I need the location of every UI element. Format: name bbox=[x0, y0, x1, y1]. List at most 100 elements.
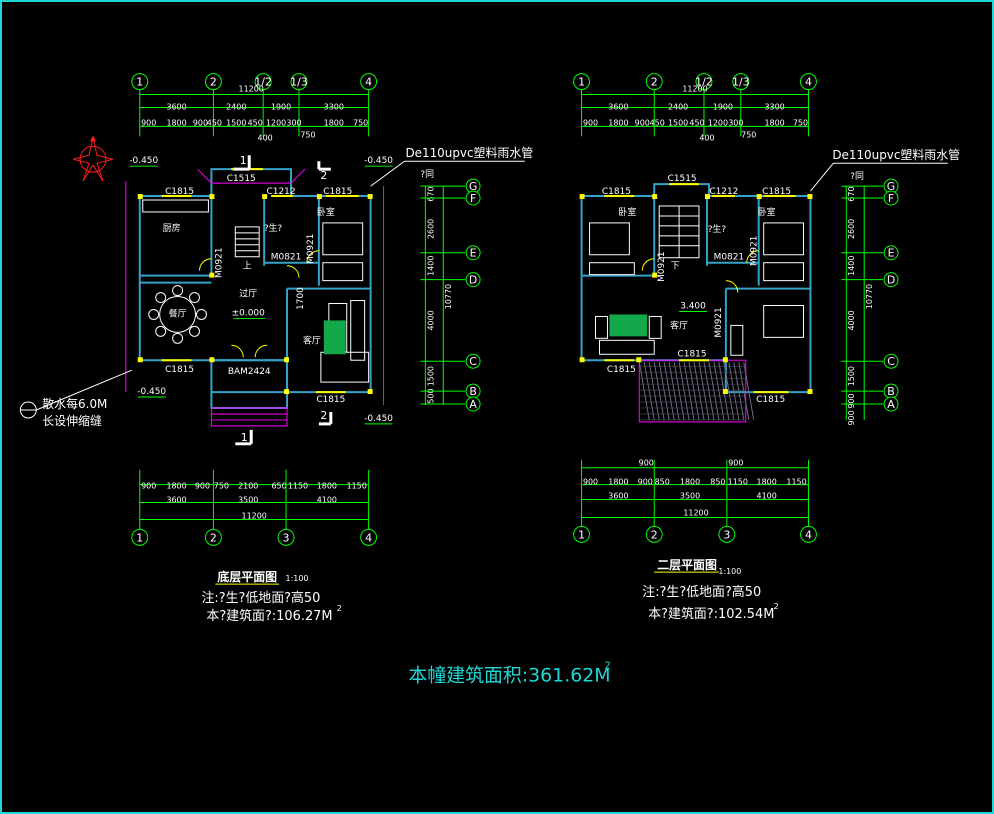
p1-c1815b: C1815 bbox=[323, 187, 352, 197]
p2-grid-right-0-label: G bbox=[887, 180, 895, 193]
p2-room-living: 客厅 bbox=[670, 319, 688, 331]
p1-rtotal: 10770 bbox=[444, 284, 453, 309]
p1-d1700: 1700 bbox=[296, 287, 306, 310]
p2-grid-right-3-label: D bbox=[887, 274, 895, 287]
p2-grid-right-5: B bbox=[841, 383, 899, 399]
p2-note1: 注:?生?低地面?高50 bbox=[642, 584, 761, 600]
p1-b5: 2100 bbox=[238, 482, 258, 491]
p1-level-1: -0.450 bbox=[129, 156, 158, 166]
p2-rd6: 900 bbox=[847, 393, 856, 408]
p1-sec-1b: 1 bbox=[241, 431, 248, 444]
p2-rug bbox=[609, 314, 648, 337]
p1-level-4: -0.450 bbox=[364, 414, 393, 424]
p1-grid-right-5-label: B bbox=[469, 385, 477, 398]
p2-b0b: 900 bbox=[728, 459, 743, 468]
p1-grid-top-1-label: 2 bbox=[210, 76, 217, 89]
p1-b8: 1800 bbox=[317, 482, 337, 491]
p2-c1815d: C1815 bbox=[607, 365, 636, 375]
p2-grid-right-1-label: F bbox=[888, 192, 894, 205]
p1-room-bed: 卧室 bbox=[317, 206, 335, 218]
p2-room-bed1: 卧室 bbox=[618, 206, 636, 218]
p2-grid-right-6: A bbox=[841, 396, 899, 412]
p2-beds bbox=[589, 222, 804, 356]
p2-btotal: 11200 bbox=[683, 508, 708, 517]
p1-dining-table bbox=[148, 285, 207, 344]
p2-grid-top-1: 2 bbox=[645, 73, 663, 137]
p1-grid-bottom-2: 3 bbox=[277, 469, 295, 546]
p1-pipe-sub: ?同 bbox=[420, 169, 434, 180]
p2-m0921b: M0921 bbox=[750, 236, 760, 266]
p1-grid-top-4-label: 4 bbox=[365, 76, 372, 89]
p1-title: 底层平面图 bbox=[217, 569, 277, 584]
p1-grid-top-0-label: 1 bbox=[136, 76, 143, 89]
p2-b9: 1150 bbox=[786, 478, 806, 487]
p1-b12: 4100 bbox=[317, 496, 337, 505]
p2-grid-bottom-2: 3 bbox=[718, 459, 736, 543]
p1-m0821: M0821 bbox=[271, 253, 301, 263]
p2-title: 二层平面图 bbox=[657, 558, 717, 572]
p2-grid-bottom-3-label: 4 bbox=[805, 528, 812, 541]
p2-balcony-hatch bbox=[638, 362, 755, 421]
p2-bottom-dimensions bbox=[581, 467, 809, 518]
p2-b11: 3500 bbox=[680, 492, 700, 501]
p1-b9: 1150 bbox=[347, 482, 367, 491]
p1-grid-right-1-label: F bbox=[470, 192, 476, 205]
p1-b6: 650 bbox=[271, 482, 286, 491]
p1-top-total: 11200 bbox=[239, 85, 264, 94]
total-area: 本幢建筑面积:361.62M bbox=[408, 665, 610, 687]
p1-grid-right-0-label: G bbox=[469, 180, 477, 193]
p1-note2: 本?建筑面?:106.27M bbox=[206, 608, 332, 624]
p2-note2-sup: 2 bbox=[774, 602, 779, 611]
p1-walls bbox=[138, 168, 372, 409]
p2-grid-bottom-3: 4 bbox=[800, 459, 817, 543]
p2-grid-top-4: 4 bbox=[800, 73, 817, 137]
p2-grid-top-2: 1/2 bbox=[695, 73, 713, 137]
p1-b4: 750 bbox=[214, 482, 229, 491]
p1-room-kitchen: 厨房 bbox=[163, 222, 181, 234]
p1-grid-right-2-label: E bbox=[470, 247, 477, 260]
p1-btotal: 11200 bbox=[242, 511, 267, 520]
p1-sec-2b: 2 bbox=[320, 409, 327, 422]
p2-pipe-note: De110upvc塑料雨水管 bbox=[832, 147, 960, 162]
p2-b10: 3600 bbox=[608, 492, 628, 501]
p1-room-dining: 餐厅 bbox=[169, 307, 187, 319]
p2-top-s4: 450 bbox=[650, 118, 665, 127]
p2-grid-right-1: F bbox=[841, 190, 899, 206]
p2-rtotal: 10770 bbox=[865, 284, 874, 309]
p1-grid-right-4-label: C bbox=[469, 355, 477, 368]
north-arrow-icon bbox=[72, 135, 114, 182]
p1-top-d1: 3600 bbox=[166, 102, 186, 111]
p2-top-d1: 3600 bbox=[608, 102, 628, 111]
p2-elev: 3.400 bbox=[680, 301, 706, 311]
p2-b8: 1800 bbox=[757, 478, 777, 487]
p1-room-bath: ?生? bbox=[264, 222, 283, 234]
p1-c1815d: C1815 bbox=[316, 395, 345, 405]
p1-room-living: 客厅 bbox=[303, 334, 321, 346]
p2-top-dimensions: 11200 3600 2400 1900 3300 900 1800 900 4… bbox=[581, 85, 809, 142]
p1-top-s4: 450 bbox=[207, 118, 222, 127]
p1-grid-top-3-label: 1/3 bbox=[290, 76, 308, 89]
p1-c1212: C1212 bbox=[267, 187, 296, 197]
p1-grid-top-4: 4 bbox=[360, 73, 378, 137]
p2-b1: 900 bbox=[583, 478, 598, 487]
p2-rd2: 2600 bbox=[847, 219, 856, 239]
p2-b6: 850 bbox=[710, 478, 725, 487]
p2-b0a: 900 bbox=[639, 459, 654, 468]
p2-grid-right-4-label: C bbox=[887, 355, 895, 368]
p2-windows bbox=[604, 183, 796, 394]
p1-top-r3a: 400 bbox=[258, 133, 273, 142]
p1-windows bbox=[161, 168, 359, 394]
p2-stair bbox=[658, 205, 700, 259]
p1-rug bbox=[323, 320, 346, 355]
p2-grid-top-1-label: 2 bbox=[651, 76, 658, 89]
p1-stair bbox=[234, 226, 260, 258]
p1-room-up: 上 bbox=[243, 261, 252, 272]
p1-b10: 3600 bbox=[166, 496, 186, 505]
p1-b2: 1800 bbox=[166, 482, 186, 491]
p1-rd4: 4000 bbox=[426, 310, 435, 330]
